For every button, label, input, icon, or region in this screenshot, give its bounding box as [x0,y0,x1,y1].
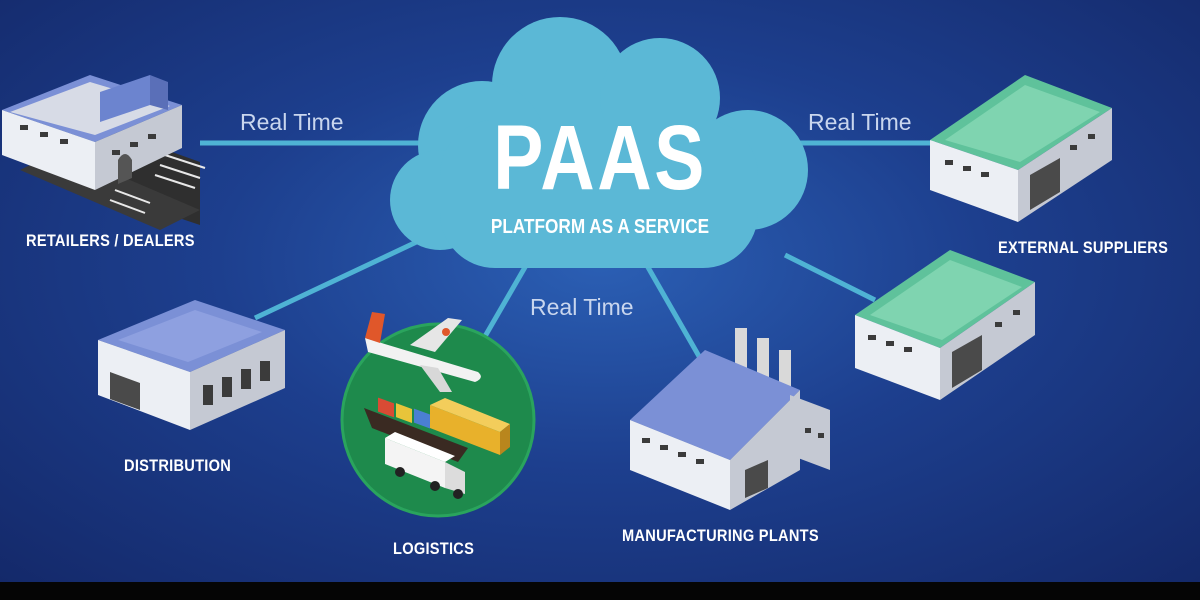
label-logistics: LOGISTICS [393,539,475,558]
cloud-shape [390,17,808,268]
connectors [200,140,935,360]
label-retailers-dealers: RETAILERS / DEALERS [26,231,195,250]
supplier-warehouse-lower-icon [855,250,1035,400]
distribution-building-icon [98,300,285,430]
connector-distribution [253,235,427,321]
retailers-building-icon [2,75,206,230]
train-icon [430,398,510,455]
connector-suppliers-lower [783,252,877,303]
realtime-label-left: Real Time [240,109,344,135]
logistics-circle-icon [340,312,536,518]
cloud-subtitle: PLATFORM AS A SERVICE [490,216,710,238]
label-distribution: DISTRIBUTION [124,456,232,475]
manufacturing-plant-icon [630,328,830,510]
label-external-suppliers: EXTERNAL SUPPLIERS [998,238,1169,257]
supplier-warehouse-upper-icon [930,75,1112,222]
connector-manufacturing [642,260,703,360]
truck-icon [385,432,465,499]
realtime-label-right: Real Time [808,109,912,135]
bottom-border [0,582,1200,600]
label-manufacturing-plants: MANUFACTURING PLANTS [622,526,819,545]
cloud-title: PAAS [493,107,707,209]
connector-logistics [477,260,531,347]
diagram-canvas [2,17,1112,518]
airplane-icon [365,312,481,392]
realtime-label-bottom: Real Time [530,294,634,320]
